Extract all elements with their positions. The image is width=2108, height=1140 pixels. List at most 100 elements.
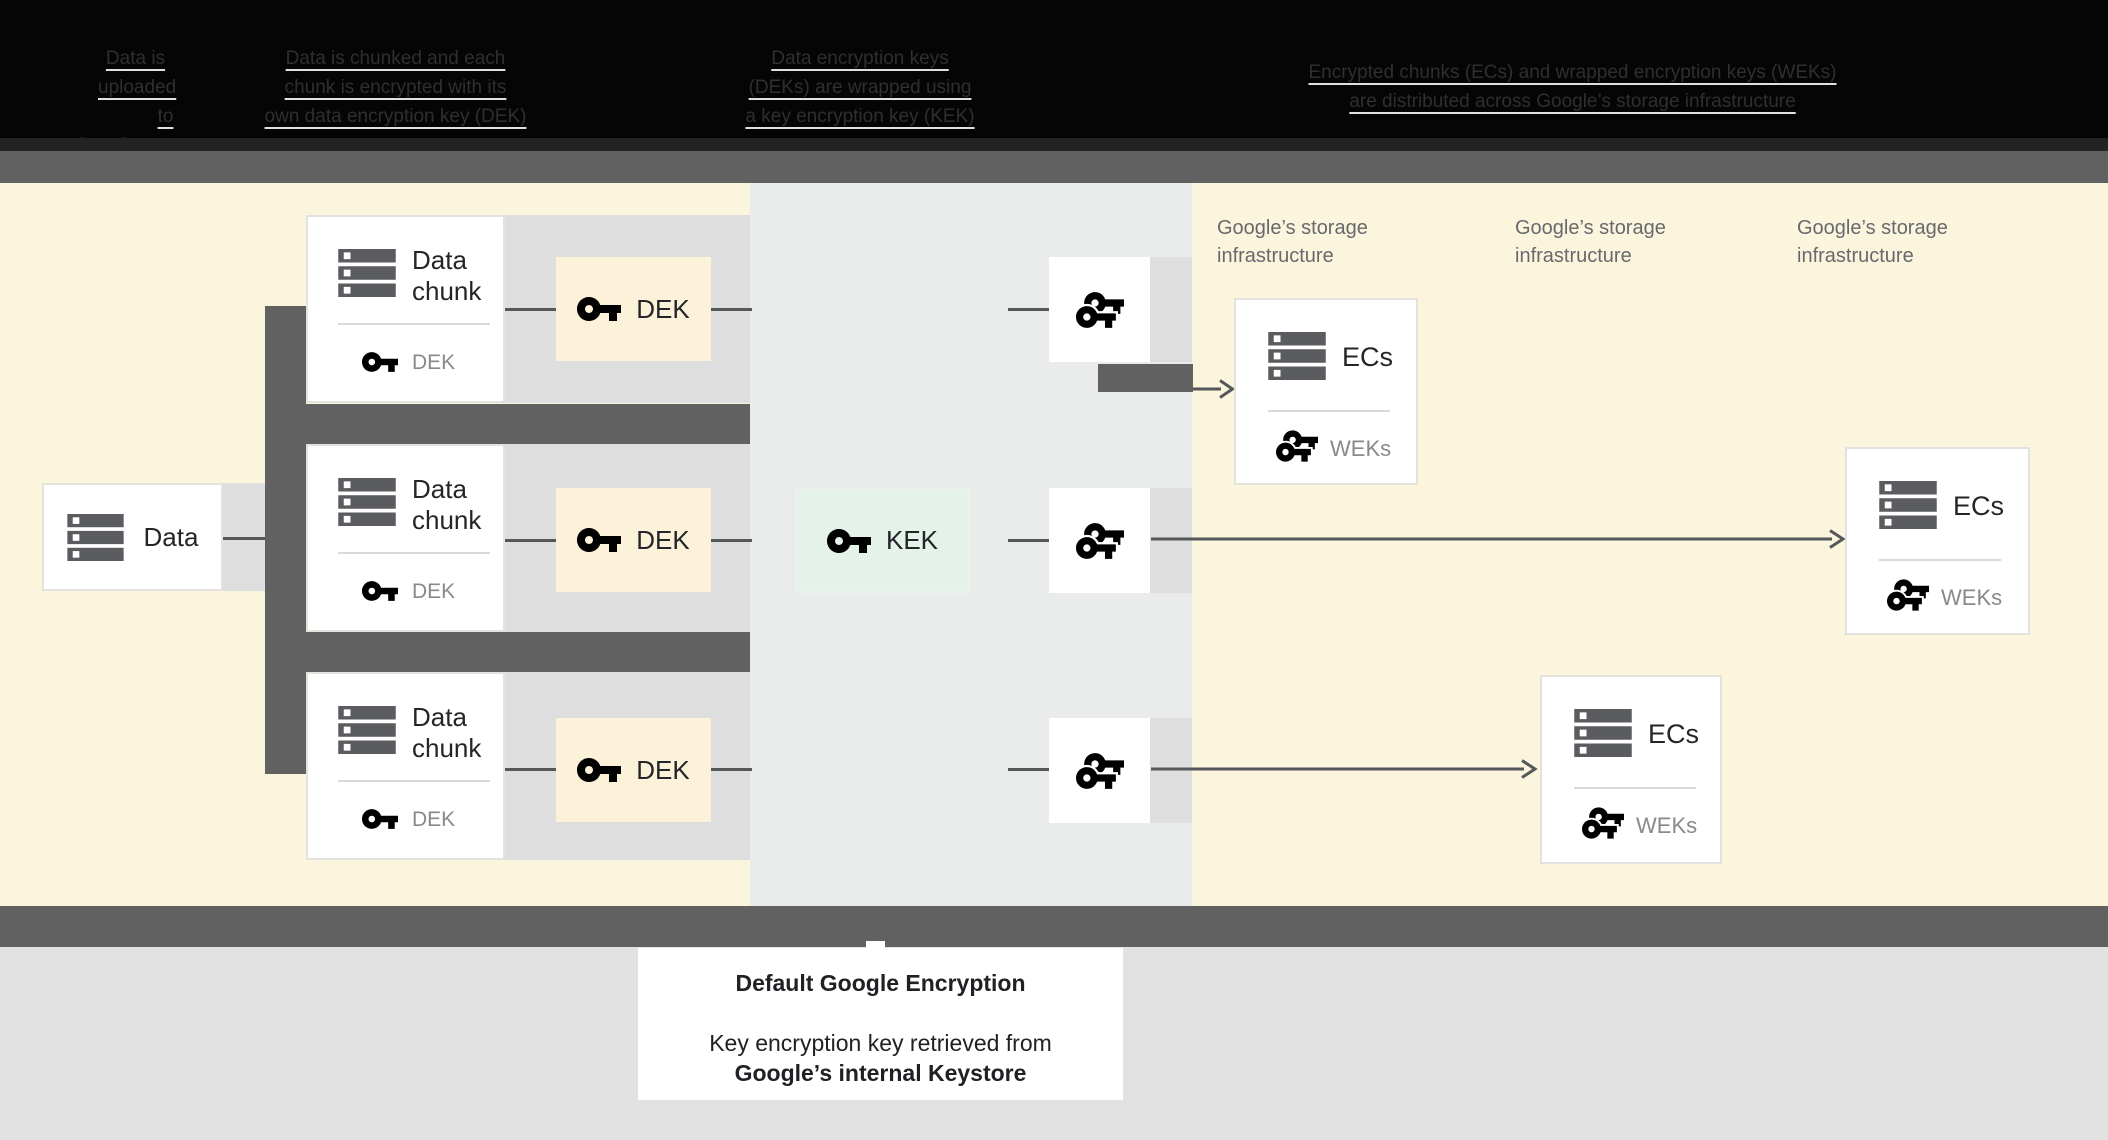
connector-line: [711, 539, 752, 542]
ecs-title: ECs: [1953, 491, 2005, 521]
ecs-title: ECs: [1648, 719, 1700, 749]
banner-step-1-line[interactable]: uploaded: [98, 77, 177, 98]
row-separator-bar: [265, 632, 750, 672]
divider: [338, 552, 490, 554]
banner-step-4-line[interactable]: Encrypted chunks (ECs) and wrapped encry…: [1308, 62, 1837, 83]
connector-line: [223, 537, 267, 540]
top-banner: Data is uploaded to Google Data is chunk…: [0, 0, 2108, 156]
dek-box-label: DEK: [636, 754, 690, 785]
ecs-list-icon: [1268, 332, 1326, 380]
ecs-box: ECs WEKs: [1234, 298, 1418, 485]
kek-box-label: KEK: [885, 525, 939, 555]
banner-step-3-line[interactable]: Data encryption keys: [771, 48, 949, 69]
storage-infrastructure-label: Google’s storage infrastructure: [1797, 217, 1948, 267]
key-icon: [577, 528, 622, 552]
chunk-dek-label: DEK: [412, 351, 456, 374]
bracket-bar: [265, 306, 306, 774]
weks-key-icon: [1887, 579, 1929, 611]
banner-step-2: Data is chunked and each chunk is encryp…: [263, 44, 528, 131]
dek-key-icon: [362, 581, 398, 601]
dek-box: DEK: [556, 257, 711, 361]
wrapped-key-box: [1049, 257, 1150, 362]
data-chunk-box: Data chunk DEK: [306, 215, 505, 403]
caption-connector-notch: [866, 941, 885, 949]
ecs-box: ECs WEKs: [1845, 447, 2030, 635]
chunk-list-icon: [338, 478, 396, 526]
kek-box: KEK: [795, 488, 970, 593]
key-row-strip: [1150, 257, 1192, 362]
key-icon: [577, 758, 622, 782]
bottom-gray-band: [0, 906, 2108, 947]
top-gray-band: [0, 151, 2108, 183]
banner-step-2-line[interactable]: Data is chunked and each: [285, 48, 506, 69]
banner-step-3: Data encryption keys (DEKs) are wrapped …: [695, 44, 1025, 131]
distribution-bar: [1098, 364, 1193, 392]
ecs-box: ECs WEKs: [1540, 675, 1722, 864]
banner-step-2-line[interactable]: chunk is encrypted with its: [284, 77, 507, 98]
divider: [338, 780, 490, 782]
ecs-list-icon: [1574, 709, 1632, 757]
ecs-list-icon: [1879, 481, 1937, 529]
connector-line: [505, 308, 556, 311]
banner-step-2-line[interactable]: own data encryption key (DEK): [264, 106, 527, 127]
divider: [1879, 559, 2001, 561]
storage-infrastructure-label: Google’s storage infrastructure: [1217, 217, 1368, 267]
chunk-title: Data chunk: [412, 474, 482, 535]
connector-line: [1008, 308, 1049, 311]
wrapped-key-box: [1049, 718, 1150, 823]
key-icon: [577, 297, 622, 321]
chunk-list-icon: [338, 249, 396, 297]
weks-label: WEKs: [1941, 585, 2003, 610]
storage-infrastructure-label: Google’s storage infrastructure: [1515, 217, 1666, 267]
data-chunk-box: Data chunk DEK: [306, 672, 505, 860]
key-icon: [826, 528, 871, 553]
connector-line: [711, 768, 752, 771]
caption-body: Key encryption key retrieved from Google…: [638, 1028, 1123, 1088]
data-chunk-box: Data chunk DEK: [306, 444, 505, 632]
dek-box-label: DEK: [636, 524, 690, 555]
caption-body-line2: Google’s internal Keystore: [734, 1060, 1027, 1086]
data-list-icon: [66, 513, 124, 561]
dek-box: DEK: [556, 488, 711, 592]
chunk-title: Data chunk: [412, 245, 482, 306]
wrapped-key-icon: [1076, 753, 1124, 789]
dek-box: DEK: [556, 718, 711, 822]
connector-line: [711, 308, 752, 311]
dek-key-icon: [362, 809, 398, 829]
weks-label: WEKs: [1636, 813, 1698, 838]
weks-key-icon: [1276, 430, 1318, 462]
banner-step-1-line[interactable]: Data is: [105, 48, 166, 69]
connector-line: [1008, 768, 1049, 771]
chunk-title: Data chunk: [412, 702, 482, 763]
caption-body-line1: Key encryption key retrieved from: [709, 1030, 1052, 1056]
key-row-strip: [1150, 718, 1192, 823]
banner-step-4: Encrypted chunks (ECs) and wrapped encry…: [1285, 58, 1860, 116]
weks-label: WEKs: [1330, 436, 1392, 461]
caption-box: Default Google Encryption Key encryption…: [638, 948, 1123, 1100]
chunk-list-icon: [338, 706, 396, 754]
connector-line: [1008, 539, 1049, 542]
banner-step-4-line[interactable]: are distributed across Google’s storage …: [1349, 91, 1796, 112]
connector-line: [505, 768, 556, 771]
dek-key-icon: [362, 352, 398, 372]
chunk-dek-label: DEK: [412, 580, 456, 603]
wrapped-key-box: [1049, 488, 1150, 593]
divider: [1574, 787, 1696, 789]
ecs-title: ECs: [1342, 342, 1394, 372]
connector-line: [505, 539, 556, 542]
dek-box-label: DEK: [636, 293, 690, 324]
banner-step-3-line[interactable]: (DEKs) are wrapped using: [748, 77, 972, 98]
divider: [338, 323, 490, 325]
weks-key-icon: [1582, 807, 1624, 839]
row-separator-bar: [265, 404, 750, 444]
caption-title: Default Google Encryption: [735, 970, 1026, 996]
divider: [1268, 410, 1390, 412]
data-box-label: Data: [143, 521, 199, 552]
wrapped-key-icon: [1076, 523, 1124, 559]
chunk-dek-label: DEK: [412, 808, 456, 831]
key-row-strip: [1150, 488, 1192, 593]
banner-step-3-line[interactable]: a key encryption key (KEK): [745, 106, 975, 127]
banner-bottom-strip: [0, 138, 2108, 151]
data-box: Data: [42, 483, 223, 591]
